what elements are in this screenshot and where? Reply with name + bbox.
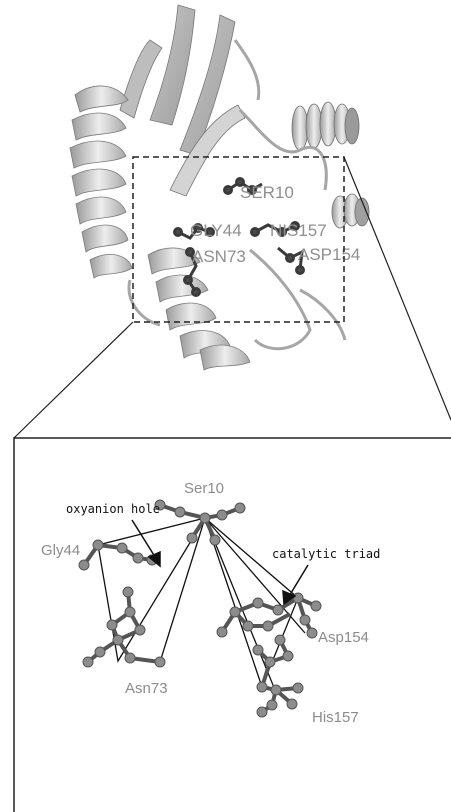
active-site-residues-top — [173, 177, 305, 297]
beta-strand — [179, 14, 236, 156]
oxyanion-hole-annotation: oxyanion hole — [66, 502, 160, 516]
asp154-atoms — [216, 592, 322, 639]
zoom-label-ser10: Ser10 — [184, 480, 224, 497]
catalytic-triad-arrow — [282, 564, 309, 606]
right-mid-helix — [331, 193, 370, 229]
zoom-panel-frame — [13, 437, 451, 812]
zoomed-active-site: Ser10 Gly44 Asn73 Asp154 His157 oxyanion… — [41, 480, 380, 726]
top-label-asp154: ASP154 — [298, 245, 360, 264]
zoom-label-asp154: Asp154 — [318, 629, 369, 646]
right-top-helix — [291, 101, 360, 151]
zoom-selection-box — [132, 156, 345, 323]
lower-helix — [147, 247, 251, 371]
top-label-ser10: SER10 — [240, 183, 294, 202]
zoom-label-asn73: Asn73 — [125, 680, 168, 697]
protein-ribbon-structure: SER10 GLY44 NIS157 ASN73 ASP154 — [69, 4, 370, 371]
top-label-asn73: ASN73 — [192, 247, 246, 266]
beta-strand — [169, 104, 246, 197]
zoom-label-gly44: Gly44 — [41, 542, 80, 559]
loop-coils — [127, 39, 347, 351]
beta-strand — [149, 4, 196, 126]
top-label-his157: NIS157 — [270, 221, 327, 240]
top-label-gly44: GLY44 — [190, 221, 242, 240]
zoom-connector-right — [343, 156, 451, 421]
gly44-atoms — [78, 539, 158, 571]
catalytic-triad-annotation: catalytic triad — [272, 547, 380, 561]
beta-strand — [119, 39, 163, 119]
his157-atoms — [252, 634, 304, 718]
zoom-label-his157: His157 — [312, 709, 359, 726]
asn73-atoms — [82, 586, 166, 668]
oxyanion-hole-arrow — [131, 519, 161, 568]
left-helix — [69, 85, 133, 279]
ser10-atoms — [154, 499, 246, 546]
zoom-connector-left — [13, 321, 134, 439]
